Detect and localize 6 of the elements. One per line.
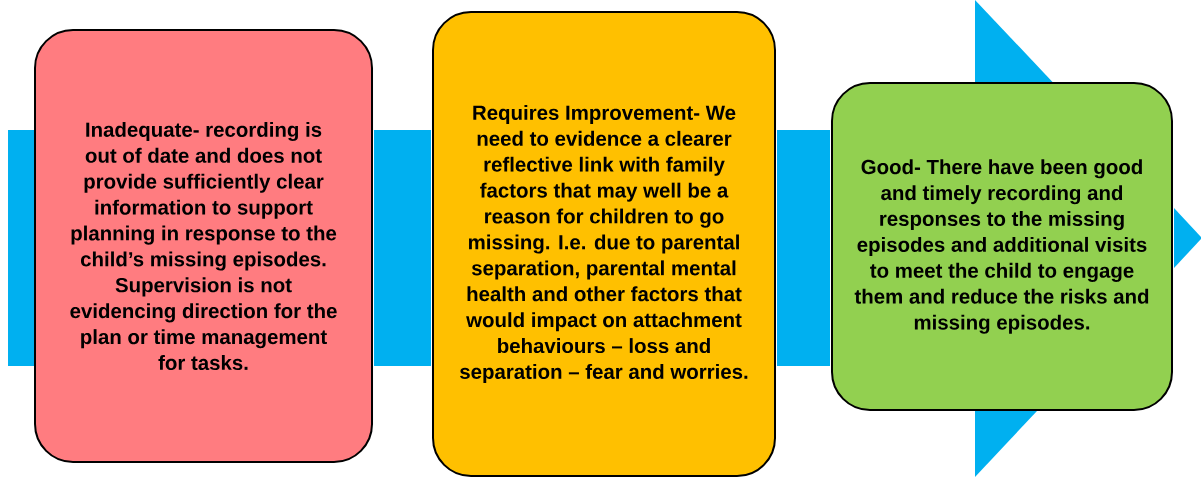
block-arrow (374, 130, 431, 366)
stage-box: Requires Improvement- We need to evidence a clearer reflective link with family factors that may well be a reason for children to go missing. I.e. due to parental separation, parental mental health and other factors that would impact on attachment behaviours – loss and separation – fear and worries. (432, 11, 776, 477)
stage-box: Good- There have been good and timely recording and responses to the missing episodes and additional visits to meet the child to engage them and reduce the risks and missing episodes. (831, 82, 1173, 411)
block-arrow (975, 0, 1201, 477)
block-arrow (777, 130, 830, 366)
stage-box: Inadequate- recording is out of date and does not provide sufficiently clear information to support planning in response to the child’s missing episodes. Supervision is not evidencing direction for the plan or time management for tasks. (34, 29, 373, 463)
